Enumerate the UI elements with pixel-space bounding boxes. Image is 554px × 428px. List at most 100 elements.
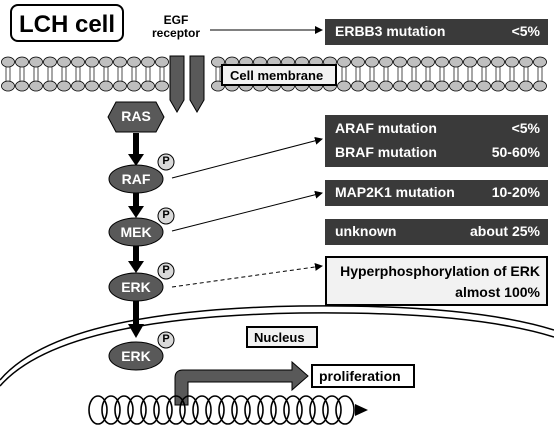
mutation-frequency: 50-60%	[491, 144, 540, 160]
lipid-head	[505, 56, 519, 68]
receptor-label: EGF receptor	[152, 13, 201, 40]
dna-coil	[153, 395, 173, 425]
phospho-icon	[157, 262, 175, 280]
dna-coil	[114, 395, 134, 425]
dna-helix	[88, 395, 368, 425]
lipid-head	[407, 80, 421, 92]
lipid-head	[365, 56, 379, 68]
lipid-head	[85, 56, 99, 68]
lipid-head	[57, 80, 71, 92]
mutation-name: MAP2K1 mutation	[335, 184, 455, 200]
lipid-head	[99, 80, 113, 92]
lipid-head	[365, 80, 379, 92]
hyperphosphorylation-box: Hyperphosphorylation of ERK almost 100%	[325, 256, 548, 306]
lipid-head	[155, 80, 169, 92]
unknown-mutation-box: unknown about 25%	[325, 219, 548, 245]
lipid-head	[337, 56, 351, 68]
lipid-head	[1, 80, 15, 92]
lipid-head	[15, 80, 29, 92]
dna-coil	[270, 395, 290, 425]
lipid-head	[393, 56, 407, 68]
mek-label: MEK	[120, 224, 152, 240]
lipid-head	[155, 56, 169, 68]
nucleus-label: Nucleus	[246, 326, 318, 348]
hyperphosphorylation-text: Hyperphosphorylation of ERK	[340, 263, 540, 279]
lipid-head	[379, 80, 393, 92]
dna-coil	[257, 395, 277, 425]
phospho-icon	[157, 153, 175, 171]
dna-coil	[127, 395, 147, 425]
hyperphosphorylation-frequency: almost 100%	[455, 284, 540, 300]
lipid-head	[15, 56, 29, 68]
mutation-frequency: about 25%	[469, 223, 540, 239]
lipid-head	[435, 56, 449, 68]
lipid-head	[519, 56, 533, 68]
erk-nuclear-label: ERK	[121, 348, 151, 364]
dna-coil	[205, 395, 225, 425]
cell-title: LCH cell	[18, 11, 116, 38]
mutation-frequency: 10-20%	[491, 184, 540, 200]
nucleus-envelope	[0, 305, 554, 387]
lipid-head	[351, 56, 365, 68]
raf-node	[108, 164, 164, 194]
lipid-head	[435, 80, 449, 92]
lipid-head	[407, 56, 421, 68]
lipid-head	[449, 80, 463, 92]
lipid-head	[337, 80, 351, 92]
dna-coil	[218, 395, 238, 425]
dna-coil	[283, 395, 303, 425]
dna-coil	[231, 395, 251, 425]
dna-coil	[335, 395, 355, 425]
mutation-name: BRAF mutation	[335, 144, 437, 160]
proliferation-label: proliferation	[311, 364, 415, 388]
dna-coil	[322, 395, 342, 425]
dna-coil	[179, 395, 199, 425]
lipid-head	[85, 80, 99, 92]
dna-coil	[296, 395, 316, 425]
phospho-label: P	[162, 155, 170, 167]
dna-coil	[192, 395, 212, 425]
lipid-head	[533, 80, 547, 92]
phospho-icon	[157, 331, 175, 349]
erk-node	[108, 272, 164, 302]
phospho-label: P	[162, 264, 170, 276]
lipid-head	[421, 56, 435, 68]
dna-coil	[309, 395, 329, 425]
lipid-head	[127, 80, 141, 92]
lipid-head	[393, 80, 407, 92]
mutation-name: ERBB3 mutation	[335, 23, 446, 39]
raf-mutation-box: ARAF mutation <5% BRAF mutation 50-60%	[325, 115, 548, 167]
raf-label: RAF	[121, 171, 151, 187]
lipid-head	[43, 56, 57, 68]
membrane-label: Cell membrane	[221, 64, 337, 86]
lipid-head	[29, 56, 43, 68]
dna-coil	[244, 395, 264, 425]
erk-nuclear-node	[108, 341, 164, 371]
phospho-label: P	[162, 209, 170, 221]
lipid-head	[421, 80, 435, 92]
lipid-head	[141, 80, 155, 92]
erbb3-mutation-box: ERBB3 mutation <5%	[325, 19, 548, 45]
lipid-head	[113, 56, 127, 68]
lipid-head	[477, 56, 491, 68]
lipid-head	[113, 80, 127, 92]
phospho-label: P	[162, 333, 170, 345]
lipid-head	[477, 80, 491, 92]
lipid-head	[491, 80, 505, 92]
lipid-head	[57, 56, 71, 68]
lipid-head	[71, 56, 85, 68]
lipid-head	[71, 80, 85, 92]
cascade-arrows	[128, 133, 144, 338]
lipid-head	[29, 80, 43, 92]
mutation-name: ARAF mutation	[335, 120, 437, 136]
lipid-head	[533, 56, 547, 68]
map2k1-mutation-box: MAP2K1 mutation 10-20%	[325, 180, 548, 206]
dna-coil	[88, 395, 108, 425]
dna-coil	[166, 395, 186, 425]
ras-node	[107, 101, 165, 133]
cell-title-box: LCH cell	[10, 4, 124, 42]
proliferation-arrow	[174, 360, 309, 406]
lipid-head	[99, 56, 113, 68]
lipid-head	[463, 80, 477, 92]
lipid-head	[141, 56, 155, 68]
